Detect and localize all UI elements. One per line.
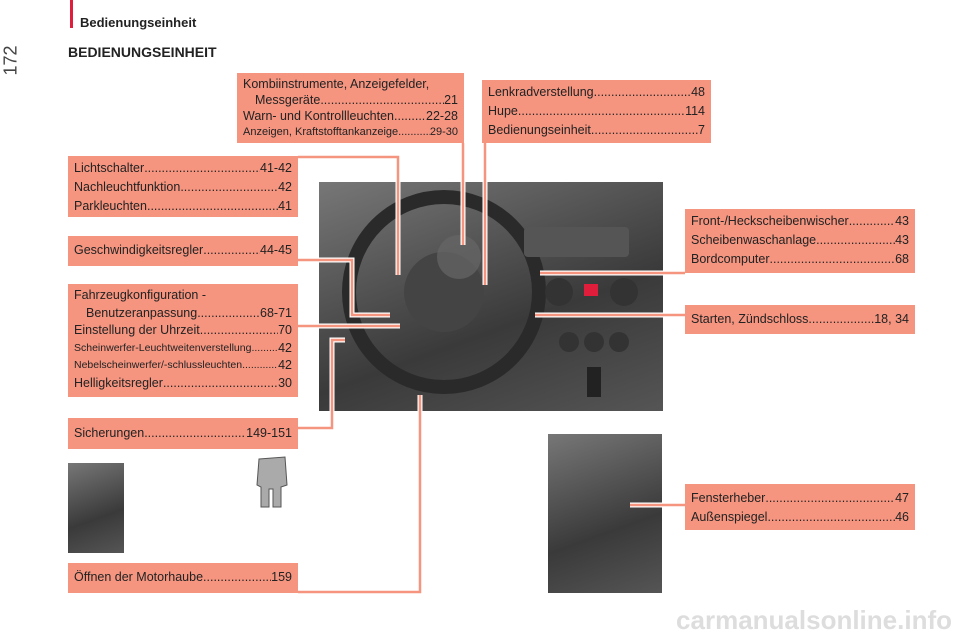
entry-page: 149-151: [246, 426, 292, 440]
index-entry: Front-/Heckscheibenwischer 43: [691, 212, 909, 231]
entry-label: Öffnen der Motorhaube: [74, 570, 204, 584]
index-entry: Scheinwerfer-Leuchtweitenverstellung 42: [74, 340, 292, 358]
entry-label: Kombiinstrumente, Anzeigefelder,: [243, 77, 430, 91]
steering-wheel-illustration: [342, 190, 638, 397]
index-entry: Einstellung der Uhrzeit 70: [74, 322, 292, 340]
entry-label: Fensterheber: [691, 491, 766, 505]
entry-page: 41: [278, 199, 292, 213]
entry-label: Lenkradverstellung: [488, 85, 594, 99]
cruise-box: Geschwindigkeitsregler 44-45: [68, 236, 298, 266]
lights-box: Lichtschalter41-42 Nachleuchtfunktion42 …: [68, 156, 298, 217]
index-entry: Außenspiegel 46: [691, 508, 909, 527]
dashboard-photo: [319, 182, 663, 411]
section-header: Bedienungseinheit: [80, 15, 197, 30]
section-marker: [70, 0, 73, 28]
ignition-box: Starten, Zündschloss 18, 34: [685, 305, 915, 334]
entry-page: 41-42: [260, 161, 292, 175]
entry-page: 21: [444, 93, 458, 107]
index-entry: Nachleuchtfunktion 42: [74, 178, 292, 197]
entry-page: 42: [278, 358, 292, 372]
index-entry: Warn- und Kontrollleuchten 22-28: [243, 108, 458, 124]
entry-label: Anzeigen, Kraftstofftankanzeige: [243, 126, 399, 138]
index-entry: Fahrzeugkonfiguration -: [74, 287, 292, 305]
entry-label: Nachleuchtfunktion: [74, 180, 181, 194]
watermark: carmanualsonline.info: [676, 605, 952, 635]
entry-label: Helligkeitsregler: [74, 375, 163, 390]
index-entry: Benutzeranpassung 68-71: [74, 305, 292, 323]
entry-label: Scheibenwaschanlage: [691, 233, 817, 247]
entry-page: 68-71: [260, 305, 292, 320]
entry-page: 68: [895, 252, 909, 266]
entry-page: 70: [278, 323, 292, 337]
fuse-icon: [256, 456, 288, 508]
bonnet-lever-photo: [68, 463, 124, 553]
index-entry: Sicherungen 149-151: [74, 424, 292, 443]
entry-label: Parkleuchten: [74, 199, 147, 213]
index-entry: Helligkeitsregler 30: [74, 375, 292, 393]
entry-label: Front-/Heckscheibenwischer: [691, 214, 849, 228]
index-entry: Öffnen der Motorhaube 159: [74, 568, 292, 587]
index-entry: Fensterheber 47: [691, 489, 909, 508]
entry-label: Messgeräte: [255, 93, 321, 107]
index-entry: Bedienungseinheit 7: [488, 121, 705, 140]
fuses-box: Sicherungen 149-151: [68, 418, 298, 449]
entry-page: 48: [691, 85, 705, 99]
instruments-box: Kombiinstrumente, Anzeigefelder, Messger…: [237, 73, 464, 143]
entry-label: Nebelscheinwerfer/-schlussleuchten: [74, 359, 243, 371]
index-entry: Anzeigen, Kraftstofftankanzeige 29-30: [243, 124, 458, 140]
entry-label: Außenspiegel: [691, 510, 768, 524]
index-entry: Geschwindigkeitsregler 44-45: [74, 241, 292, 260]
entry-label: Einstellung der Uhrzeit: [74, 323, 200, 337]
entry-label: Hupe: [488, 104, 518, 118]
entry-page: 43: [895, 214, 909, 228]
entry-page: 47: [895, 491, 909, 505]
entry-page: 43: [895, 233, 909, 247]
entry-label: Lichtschalter: [74, 161, 145, 175]
config-box: Fahrzeugkonfiguration - Benutzeranpassun…: [68, 284, 298, 397]
index-entry: Lichtschalter 41-42: [74, 159, 292, 178]
window-switch-photo: [548, 434, 662, 593]
index-entry: Starten, Zündschloss 18, 34: [691, 310, 909, 329]
steering-box: Lenkradverstellung 48 Hupe 114 Bedienungse…: [482, 80, 711, 143]
index-entry: Kombiinstrumente, Anzeigefelder,: [243, 76, 458, 92]
entry-page: 159: [271, 570, 292, 584]
index-entry: Lenkradverstellung 48: [488, 83, 705, 102]
entry-page: 7: [698, 123, 705, 137]
entry-page: 22-28: [426, 109, 458, 123]
entry-label: Geschwindigkeitsregler: [74, 243, 204, 257]
entry-label: Scheinwerfer-Leuchtweitenverstellung: [74, 341, 252, 354]
entry-page: 114: [685, 104, 705, 118]
index-entry: Bordcomputer 68: [691, 250, 909, 269]
index-entry: Nebelscheinwerfer/-schlussleuchten 42: [74, 357, 292, 375]
index-entry: Parkleuchten 41: [74, 197, 292, 216]
entry-label: Fahrzeugkonfiguration -: [74, 288, 207, 302]
wipers-box: Front-/Heckscheibenwischer 43 Scheibenwas…: [685, 209, 915, 273]
page-title: BEDIENUNGSEINHEIT: [68, 44, 217, 60]
entry-page: 42: [278, 340, 292, 355]
entry-page: 42: [278, 180, 292, 194]
entry-page: 29-30: [429, 126, 458, 138]
entry-label: Warn- und Kontrollleuchten: [243, 109, 395, 123]
index-entry: Scheibenwaschanlage 43: [691, 231, 909, 250]
entry-page: 44-45: [260, 243, 292, 257]
bonnet-box: Öffnen der Motorhaube 159: [68, 563, 298, 593]
entry-page: 46: [895, 510, 909, 524]
entry-label: Bordcomputer: [691, 252, 770, 266]
entry-label: Sicherungen: [74, 426, 145, 440]
entry-page: 18, 34: [874, 312, 909, 326]
entry-label: Benutzeranpassung: [86, 305, 198, 320]
windows-box: Fensterheber 47 Außenspiegel 46: [685, 484, 915, 530]
entry-label: Starten, Zündschloss: [691, 312, 809, 326]
index-entry: Hupe 114: [488, 102, 705, 121]
entry-label: Bedienungseinheit: [488, 123, 591, 137]
index-entry: Messgeräte 21: [243, 92, 458, 108]
entry-page: 30: [278, 375, 292, 390]
